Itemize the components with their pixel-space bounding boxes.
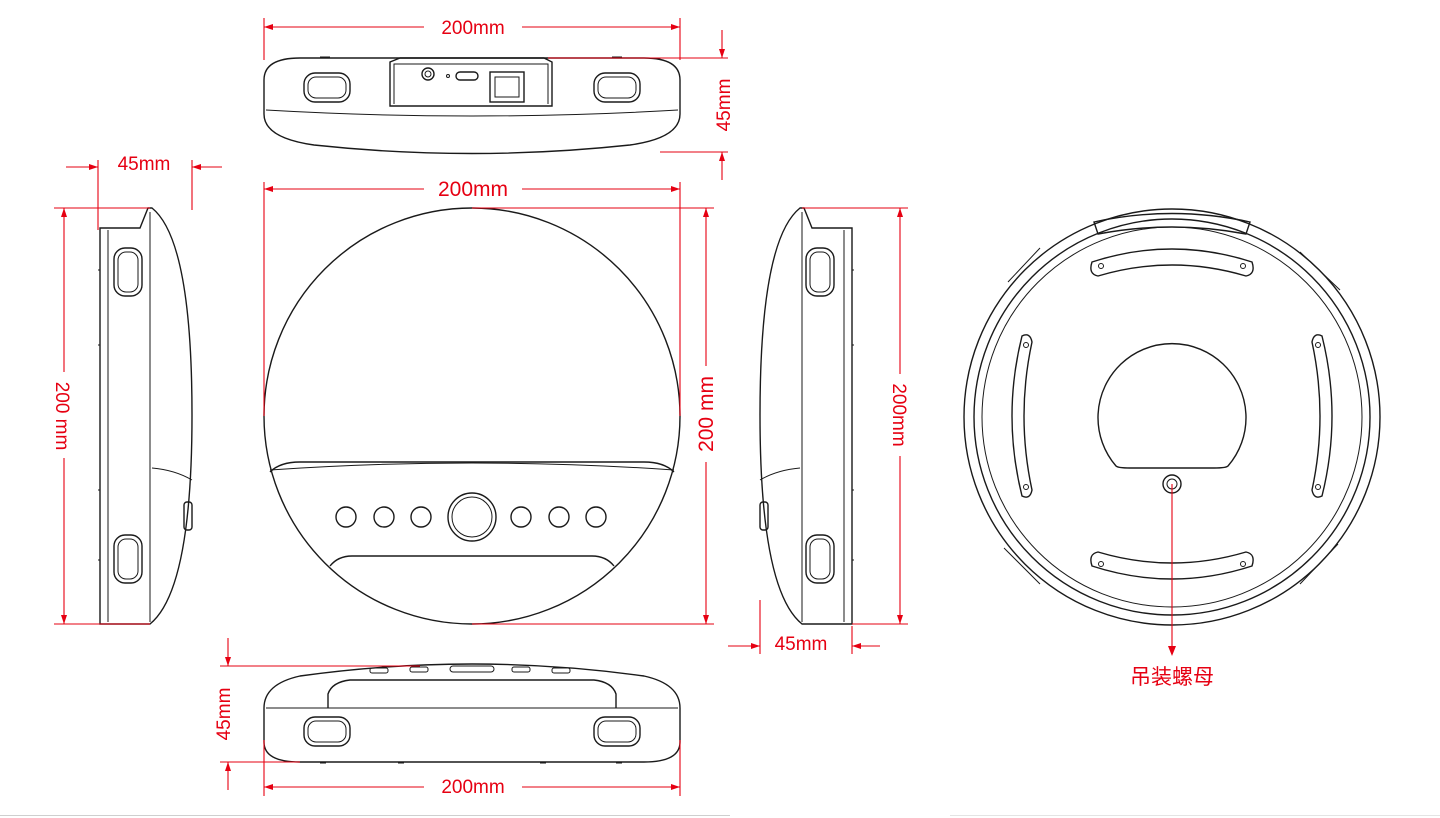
front-height-label: 200 mm	[695, 376, 718, 452]
top-view	[263, 56, 681, 155]
front-width-label: 200mm	[438, 178, 508, 201]
bottom-height-label: 45mm	[214, 688, 235, 741]
left-depth-label: 45mm	[118, 154, 171, 175]
bottom-view	[263, 663, 681, 764]
divider	[950, 815, 1440, 816]
left-view	[98, 207, 193, 625]
top-width-label: 200mm	[441, 18, 504, 39]
left-height-label: 200 mm	[51, 382, 72, 451]
top-height-label: 45mm	[714, 79, 735, 132]
dimension-lines	[54, 18, 1176, 796]
front-view	[263, 207, 681, 625]
right-depth-label: 45mm	[775, 634, 828, 655]
bottom-width-label: 200mm	[441, 777, 504, 798]
divider	[0, 815, 730, 816]
right-height-label: 200mm	[888, 383, 909, 446]
right-view	[759, 207, 854, 625]
mount-nut-label: 吊装螺母	[1130, 665, 1214, 689]
